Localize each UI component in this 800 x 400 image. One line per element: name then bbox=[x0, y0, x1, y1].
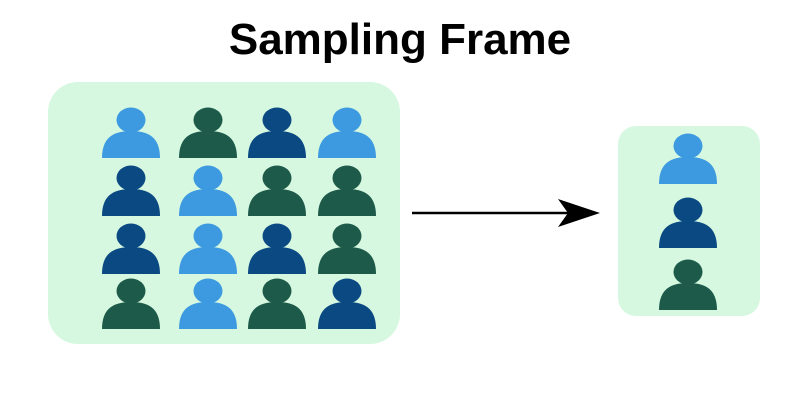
population-person-2 bbox=[179, 107, 237, 158]
population-person-6 bbox=[179, 165, 237, 216]
population-person-10 bbox=[179, 223, 237, 274]
person-body bbox=[179, 131, 237, 158]
population-person-5 bbox=[102, 165, 160, 216]
population-person-16 bbox=[318, 278, 376, 329]
sample-person-1 bbox=[659, 133, 717, 184]
person-body bbox=[659, 157, 717, 184]
population-person-14 bbox=[179, 278, 237, 329]
person-body bbox=[179, 302, 237, 329]
person-head bbox=[262, 165, 292, 191]
person-body bbox=[102, 247, 160, 274]
population-person-4 bbox=[318, 107, 376, 158]
person-body bbox=[248, 302, 306, 329]
sample-people bbox=[659, 133, 717, 310]
person-head bbox=[332, 223, 362, 249]
person-body bbox=[659, 221, 717, 248]
person-head bbox=[673, 133, 703, 159]
population-person-7 bbox=[248, 165, 306, 216]
population-person-11 bbox=[248, 223, 306, 274]
person-head bbox=[332, 165, 362, 191]
person-body bbox=[102, 302, 160, 329]
arrow-head-icon bbox=[558, 199, 600, 227]
population-panel bbox=[48, 82, 400, 344]
person-head bbox=[116, 278, 146, 304]
population-person-12 bbox=[318, 223, 376, 274]
population-person-3 bbox=[248, 107, 306, 158]
person-body bbox=[248, 131, 306, 158]
person-head bbox=[673, 259, 703, 285]
sample-panel bbox=[618, 126, 760, 316]
person-body bbox=[318, 131, 376, 158]
person-body bbox=[318, 189, 376, 216]
person-body bbox=[102, 189, 160, 216]
person-head bbox=[193, 165, 223, 191]
person-head bbox=[193, 223, 223, 249]
person-head bbox=[332, 278, 362, 304]
person-body bbox=[179, 247, 237, 274]
population-person-15 bbox=[248, 278, 306, 329]
person-head bbox=[193, 278, 223, 304]
person-head bbox=[673, 197, 703, 223]
person-head bbox=[116, 107, 146, 133]
person-head bbox=[116, 223, 146, 249]
population-person-8 bbox=[318, 165, 376, 216]
person-head bbox=[193, 107, 223, 133]
diagram-title: Sampling Frame bbox=[228, 15, 572, 64]
person-head bbox=[116, 165, 146, 191]
person-body bbox=[248, 247, 306, 274]
person-head bbox=[332, 107, 362, 133]
population-person-1 bbox=[102, 107, 160, 158]
person-body bbox=[248, 189, 306, 216]
person-body bbox=[102, 131, 160, 158]
person-head bbox=[262, 278, 292, 304]
person-head bbox=[262, 107, 292, 133]
person-body bbox=[318, 302, 376, 329]
person-head bbox=[262, 223, 292, 249]
population-person-9 bbox=[102, 223, 160, 274]
person-body bbox=[659, 283, 717, 310]
person-body bbox=[179, 189, 237, 216]
population-people bbox=[102, 107, 376, 329]
sample-person-3 bbox=[659, 259, 717, 310]
population-person-13 bbox=[102, 278, 160, 329]
sample-person-2 bbox=[659, 197, 717, 248]
person-body bbox=[318, 247, 376, 274]
